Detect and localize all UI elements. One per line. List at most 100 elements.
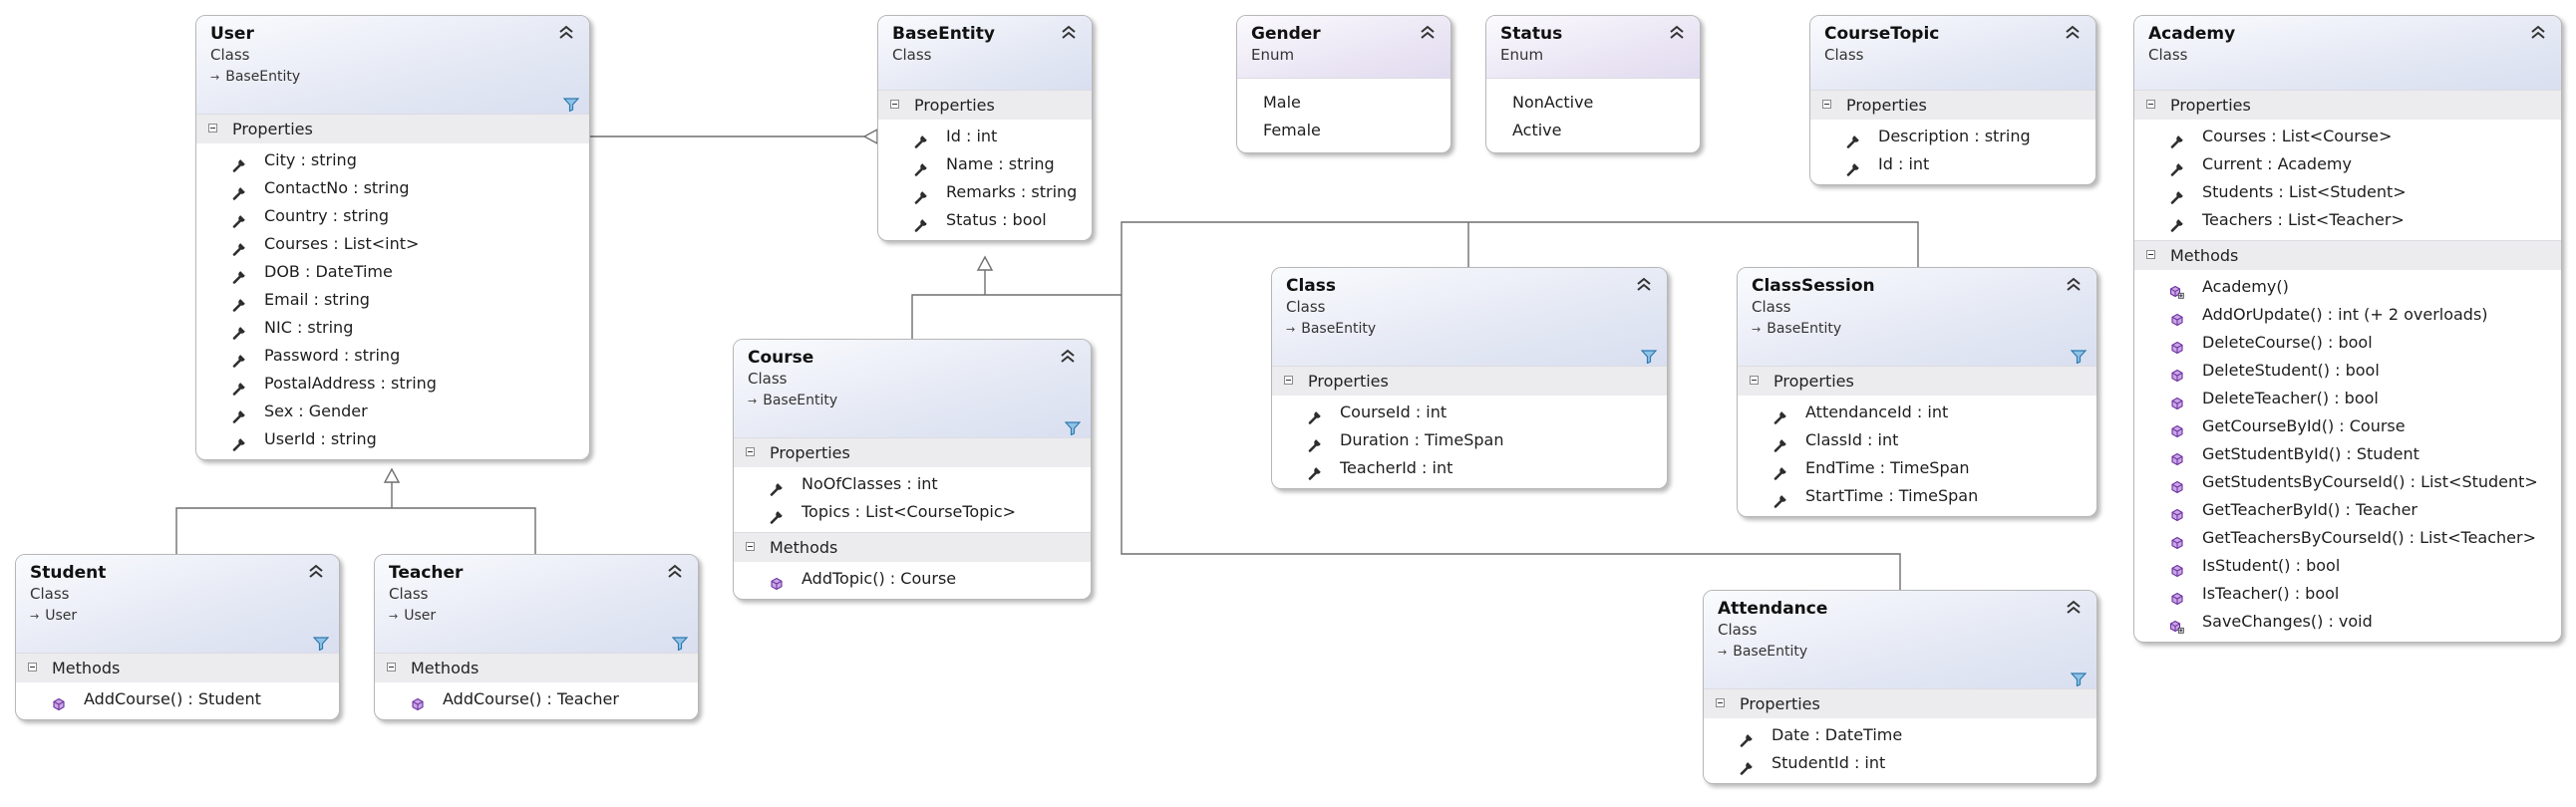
property-item[interactable]: ContactNo : string: [196, 174, 589, 202]
enum-value[interactable]: Male: [1263, 93, 1301, 112]
collapse-chevron-icon[interactable]: [1059, 348, 1077, 364]
section-header-properties[interactable]: Properties: [2134, 90, 2561, 120]
property-item[interactable]: Courses : List<Course>: [2134, 123, 2561, 150]
section-header-properties[interactable]: Properties: [196, 114, 589, 143]
collapse-minus-icon[interactable]: [1750, 376, 1759, 385]
collapse-chevron-icon[interactable]: [1060, 24, 1078, 40]
method-item[interactable]: AddTopic() : Course: [734, 565, 1091, 593]
enum-value[interactable]: Active: [1512, 121, 1562, 139]
method-item[interactable]: AddCourse() : Teacher: [375, 685, 698, 713]
property-item[interactable]: Courses : List<int>: [196, 230, 589, 258]
property-item[interactable]: ClassId : int: [1738, 426, 2096, 454]
method-item[interactable]: GetTeachersByCourseId() : List<Teacher>: [2134, 524, 2561, 552]
collapse-minus-icon[interactable]: [2146, 250, 2155, 259]
collapse-chevron-icon[interactable]: [2065, 599, 2083, 615]
property-item[interactable]: Current : Academy: [2134, 150, 2561, 178]
property-item[interactable]: DOB : DateTime: [196, 258, 589, 286]
method-item[interactable]: IsStudent() : bool: [2134, 552, 2561, 580]
section-header-methods[interactable]: Methods: [734, 532, 1091, 562]
method-item[interactable]: AddOrUpdate() : int (+ 2 overloads): [2134, 301, 2561, 329]
collapse-minus-icon[interactable]: [890, 100, 899, 109]
method-item[interactable]: DeleteStudent() : bool: [2134, 357, 2561, 385]
collapse-minus-icon[interactable]: [1716, 698, 1725, 707]
method-item[interactable]: DeleteCourse() : bool: [2134, 329, 2561, 357]
section-header-properties[interactable]: Properties: [1738, 366, 2096, 396]
section-header-properties[interactable]: Properties: [1272, 366, 1667, 396]
property-item[interactable]: Email : string: [196, 286, 589, 314]
filter-funnel-icon[interactable]: [1640, 349, 1658, 365]
collapse-minus-icon[interactable]: [1284, 376, 1293, 385]
collapse-chevron-icon[interactable]: [1668, 24, 1686, 40]
property-item[interactable]: Country : string: [196, 202, 589, 230]
property-item[interactable]: Date : DateTime: [1704, 721, 2096, 749]
property-item[interactable]: Id : int: [1810, 150, 2095, 178]
enum-value[interactable]: Female: [1263, 121, 1321, 139]
collapse-chevron-icon[interactable]: [1635, 276, 1653, 292]
property-item[interactable]: Name : string: [878, 150, 1092, 178]
enum-value[interactable]: NonActive: [1512, 93, 1594, 112]
filter-funnel-icon[interactable]: [671, 636, 689, 652]
collapse-minus-icon[interactable]: [2146, 100, 2155, 109]
method-item[interactable]: IsTeacher() : bool: [2134, 580, 2561, 608]
collapse-minus-icon[interactable]: [746, 542, 755, 551]
property-item[interactable]: Topics : List<CourseTopic>: [734, 498, 1091, 526]
property-item[interactable]: NoOfClasses : int: [734, 470, 1091, 498]
property-item[interactable]: StudentId : int: [1704, 749, 2096, 777]
property-item[interactable]: EndTime : TimeSpan: [1738, 454, 2096, 482]
method-item[interactable]: GetStudentById() : Student: [2134, 440, 2561, 468]
property-item[interactable]: Duration : TimeSpan: [1272, 426, 1667, 454]
property-item[interactable]: Students : List<Student>: [2134, 178, 2561, 206]
filter-funnel-icon[interactable]: [2070, 349, 2088, 365]
collapse-chevron-icon[interactable]: [666, 563, 684, 579]
property-item[interactable]: AttendanceId : int: [1738, 399, 2096, 426]
section-header-methods[interactable]: Methods: [2134, 240, 2561, 270]
property-item[interactable]: Teachers : List<Teacher>: [2134, 206, 2561, 234]
property-item[interactable]: Sex : Gender: [196, 398, 589, 425]
property-item[interactable]: City : string: [196, 146, 589, 174]
filter-funnel-icon[interactable]: [1064, 420, 1082, 436]
property-item[interactable]: Status : bool: [878, 206, 1092, 234]
property-item[interactable]: TeacherId : int: [1272, 454, 1667, 482]
method-item[interactable]: GetCourseById() : Course: [2134, 412, 2561, 440]
property-item[interactable]: PostalAddress : string: [196, 370, 589, 398]
property-item[interactable]: Id : int: [878, 123, 1092, 150]
filter-funnel-icon[interactable]: [312, 636, 330, 652]
method-item[interactable]: GetStudentsByCourseId() : List<Student>: [2134, 468, 2561, 496]
section-header-properties[interactable]: Properties: [734, 437, 1091, 467]
section-header-properties[interactable]: Properties: [1810, 90, 2095, 120]
collapse-minus-icon[interactable]: [746, 447, 755, 456]
property-item[interactable]: Password : string: [196, 342, 589, 370]
section-header-methods[interactable]: Methods: [16, 653, 339, 682]
section-header-properties[interactable]: Properties: [878, 90, 1092, 120]
property-item[interactable]: Remarks : string: [878, 178, 1092, 206]
collapse-chevron-icon[interactable]: [1419, 24, 1437, 40]
collapse-chevron-icon[interactable]: [307, 563, 325, 579]
collapse-chevron-icon[interactable]: [557, 24, 575, 40]
collapse-minus-icon[interactable]: [208, 124, 217, 133]
collapse-minus-icon[interactable]: [387, 663, 396, 672]
collapse-chevron-icon[interactable]: [2064, 24, 2082, 40]
property-item[interactable]: UserId : string: [196, 425, 589, 453]
collapse-chevron-icon[interactable]: [2529, 24, 2547, 40]
collapse-minus-icon[interactable]: [28, 663, 37, 672]
method-item[interactable]: SaveChanges() : void: [2134, 608, 2561, 636]
section-header-properties[interactable]: Properties: [1704, 688, 2096, 718]
method-item[interactable]: GetTeacherById() : Teacher: [2134, 496, 2561, 524]
filter-funnel-icon[interactable]: [562, 97, 580, 113]
collapse-chevron-icon[interactable]: [2065, 276, 2083, 292]
property-item[interactable]: CourseId : int: [1272, 399, 1667, 426]
method-item[interactable]: Academy(): [2134, 273, 2561, 301]
property-item[interactable]: StartTime : TimeSpan: [1738, 482, 2096, 510]
collapse-minus-icon[interactable]: [1822, 100, 1831, 109]
